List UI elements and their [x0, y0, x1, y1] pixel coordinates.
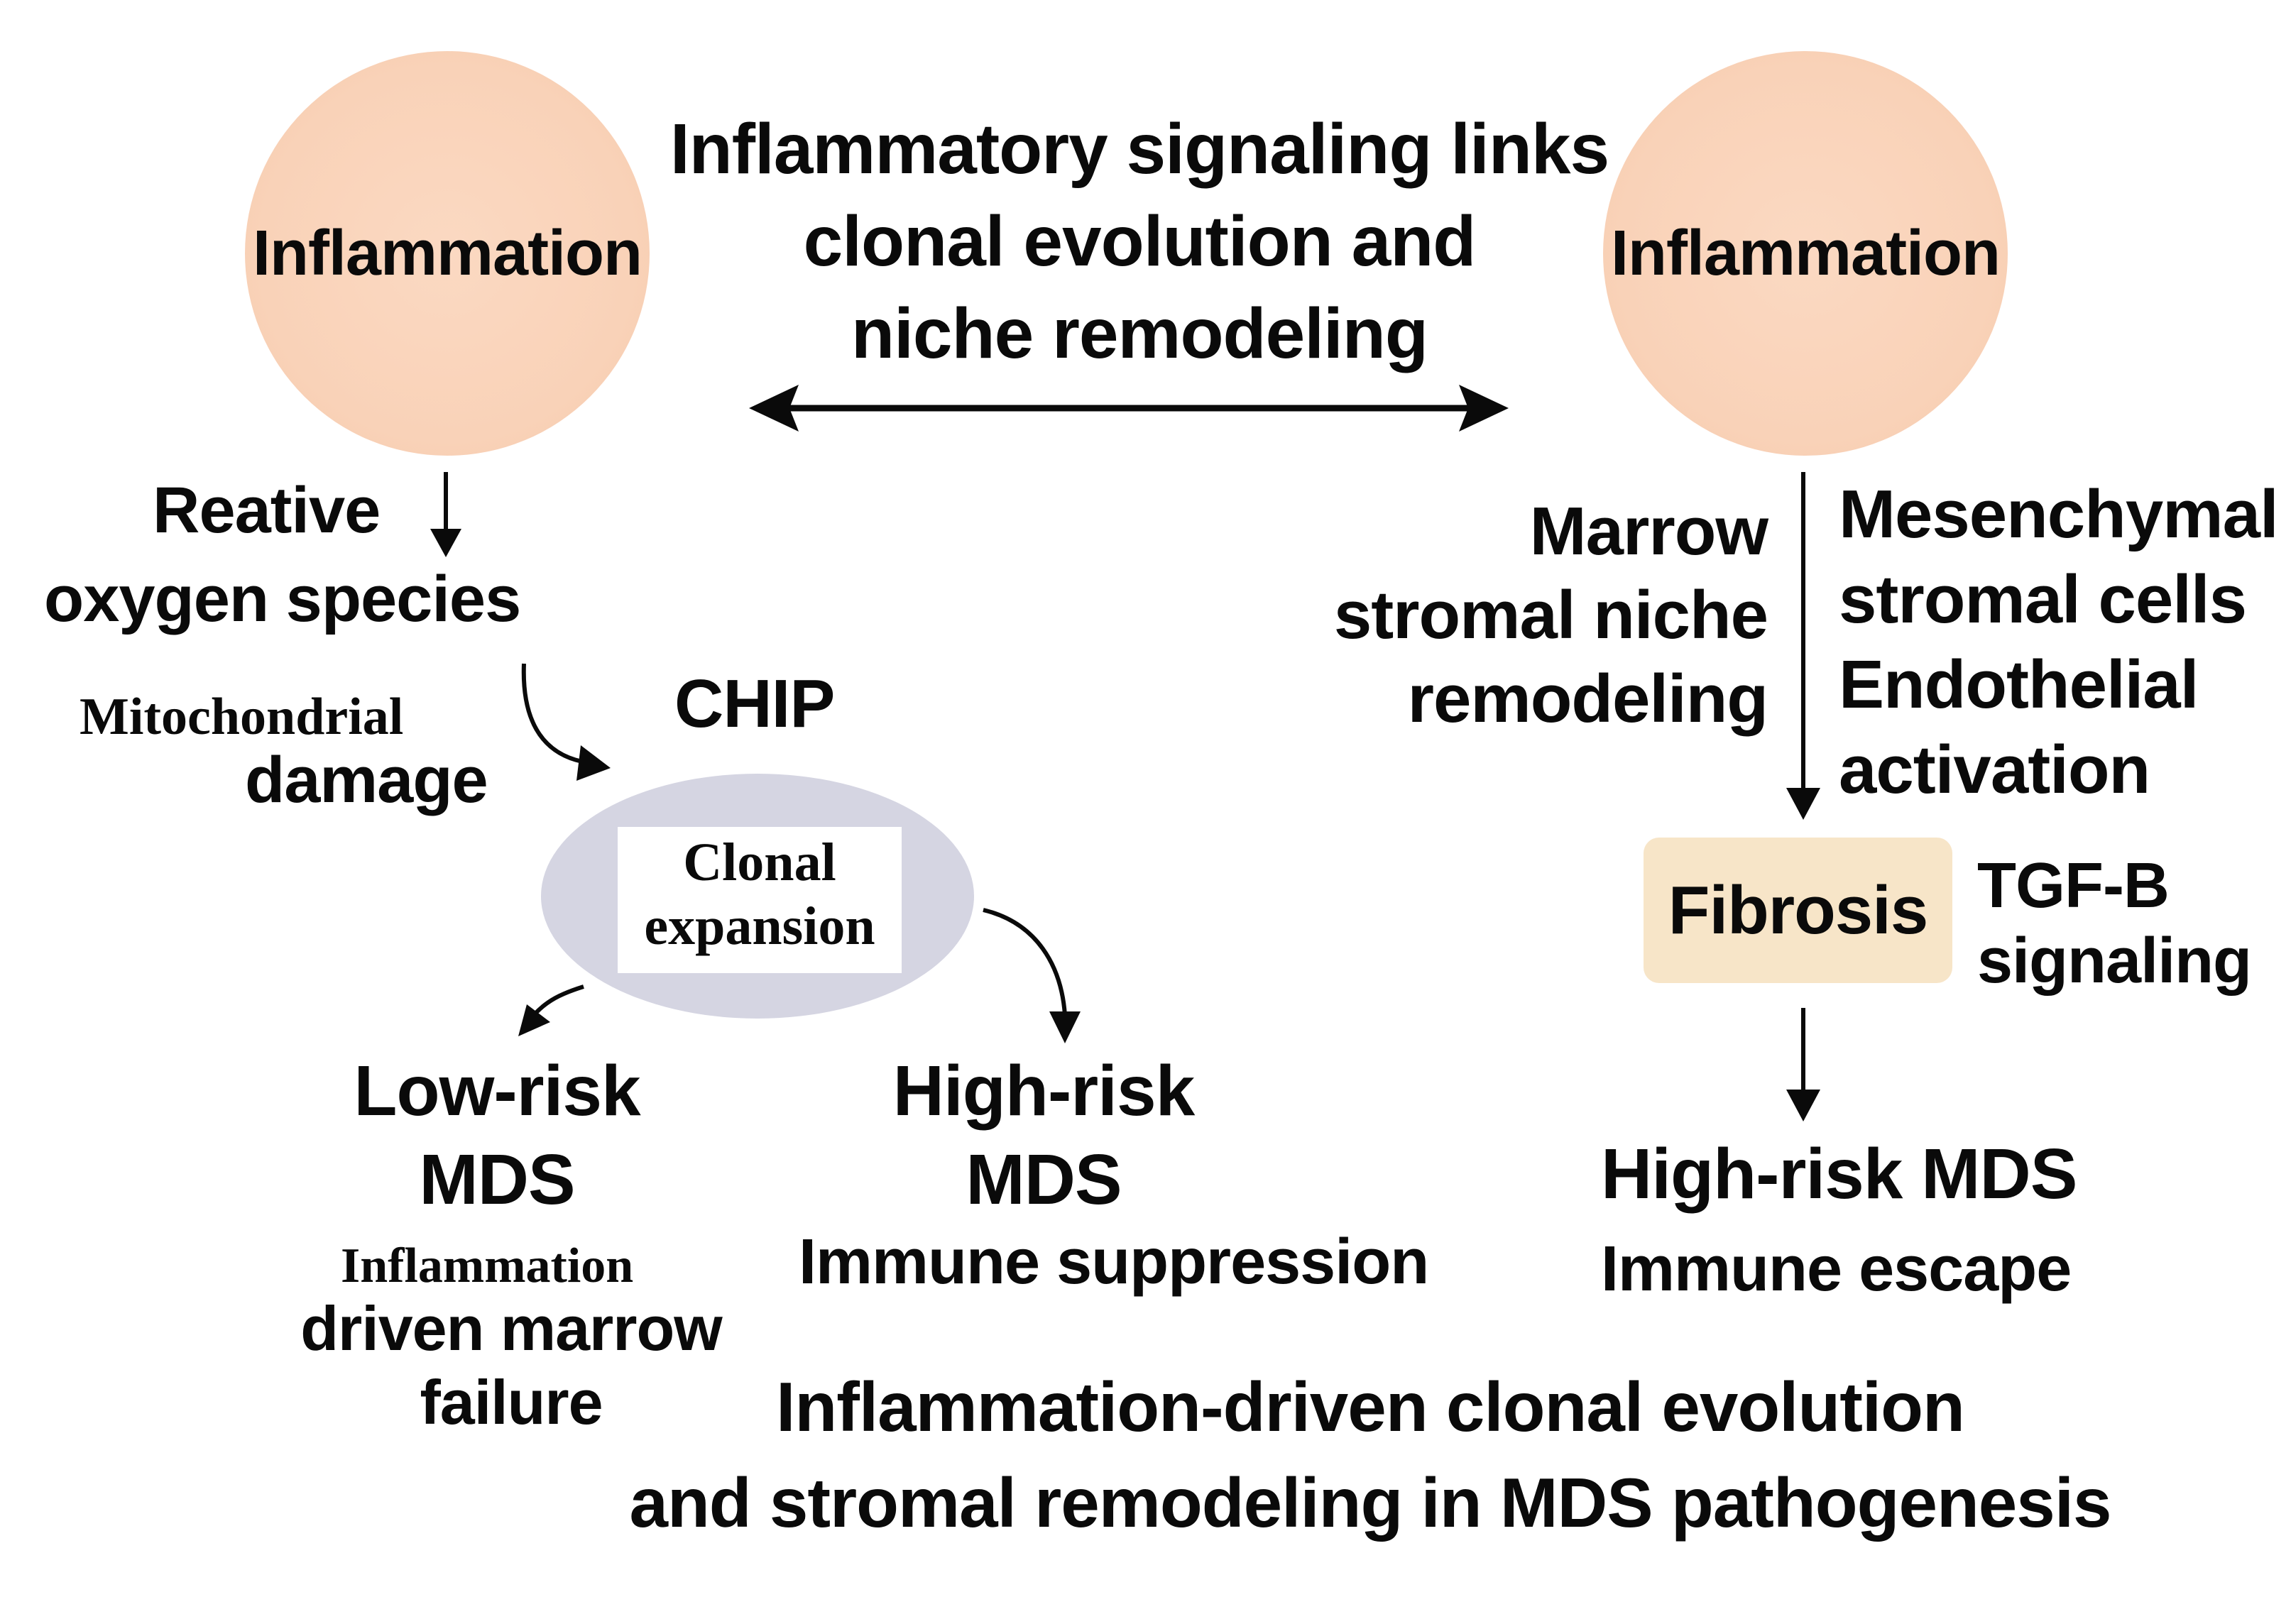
clonal-line-1: Clonal — [683, 833, 836, 892]
title-line-2: clonal evolution and — [803, 202, 1477, 281]
high-risk-mds-label-right: High-risk MDS — [1601, 1134, 2077, 1214]
inflammation-node-left: Inflammation — [245, 51, 650, 456]
immune-suppression-label: Immune suppression — [799, 1227, 1429, 1297]
low-risk-sub-line-2: failure — [420, 1366, 603, 1437]
title-line-3: niche remodeling — [851, 294, 1428, 373]
footer-line-2: and stromal remodeling in MDS pathogenes… — [629, 1464, 2111, 1542]
ros-label-line-1: Reative — [153, 474, 381, 547]
mito-label-line-2: damage — [245, 744, 488, 816]
mesen-line-4: activation — [1839, 732, 2150, 808]
footer-caption: Inflammation-driven clonal evolution and… — [625, 1359, 2116, 1551]
inflammation-label-left: Inflammation — [252, 217, 643, 289]
title-line-1: Inflammatory signaling links — [669, 109, 1609, 189]
footer-line-1: Inflammation-driven clonal evolution — [776, 1368, 1965, 1446]
fibrosis-to-highrisk-arrow — [1786, 1008, 1820, 1121]
high-risk-mds-label-left: High-risk MDS — [852, 1047, 1235, 1224]
inflammation-to-fibrosis-arrow — [1786, 472, 1820, 820]
clonal-to-lowrisk-arrow — [518, 984, 584, 1036]
low-risk-sub-serif: Inflammation — [341, 1239, 634, 1293]
high-risk-left-line-1: High-risk — [892, 1051, 1195, 1131]
low-risk-line-2: MDS — [419, 1140, 575, 1219]
low-risk-sub-line-1: driven marrow — [300, 1293, 722, 1364]
inflammation-label-right: Inflammation — [1610, 217, 2001, 289]
marrow-line-1: Marrow — [1529, 493, 1768, 569]
diagram-title: Inflammatory signaling links clonal evol… — [660, 103, 1619, 380]
mesen-line-3: Endothelial — [1839, 647, 2199, 723]
clonal-line-2: expansion — [644, 896, 875, 956]
clonal-to-highrisk-arrow — [983, 908, 1081, 1043]
low-risk-line-1: Low-risk — [354, 1051, 640, 1131]
tgf-line-1: TGF-B — [1977, 850, 2170, 921]
mesen-line-2: stromal cells — [1839, 561, 2247, 637]
ros-down-arrow — [430, 472, 461, 557]
marrow-line-2: stromal niche — [1333, 577, 1768, 654]
ros-to-clonal-arrow — [521, 663, 611, 781]
bidirectional-arrow — [749, 385, 1509, 432]
tgf-label: TGF-B signaling — [1977, 848, 2252, 999]
tgf-line-2: signaling — [1977, 926, 2252, 997]
immune-escape-label: Immune escape — [1601, 1234, 2072, 1305]
low-risk-mds-label: Low-risk MDS — [305, 1047, 689, 1224]
chip-label: CHIP — [674, 666, 835, 742]
low-risk-sub: driven marrow failure — [284, 1292, 738, 1439]
marrow-remodeling-label: Marrow stromal niche remodeling — [1292, 490, 1768, 741]
mito-label-line-1: Mitochondrial — [80, 688, 404, 746]
fibrosis-node: Fibrosis — [1644, 838, 1952, 983]
high-risk-left-line-2: MDS — [966, 1140, 1122, 1219]
marrow-line-3: remodeling — [1407, 661, 1768, 737]
ros-label-line-2: oxygen species — [44, 563, 521, 635]
clonal-expansion-label: Clonal expansion — [618, 827, 902, 973]
mesenchymal-label: Mesenchymal stromal cells Endothelial ac… — [1839, 472, 2279, 813]
inflammation-node-right: Inflammation — [1603, 51, 2008, 456]
mesen-line-1: Mesenchymal — [1839, 476, 2279, 552]
